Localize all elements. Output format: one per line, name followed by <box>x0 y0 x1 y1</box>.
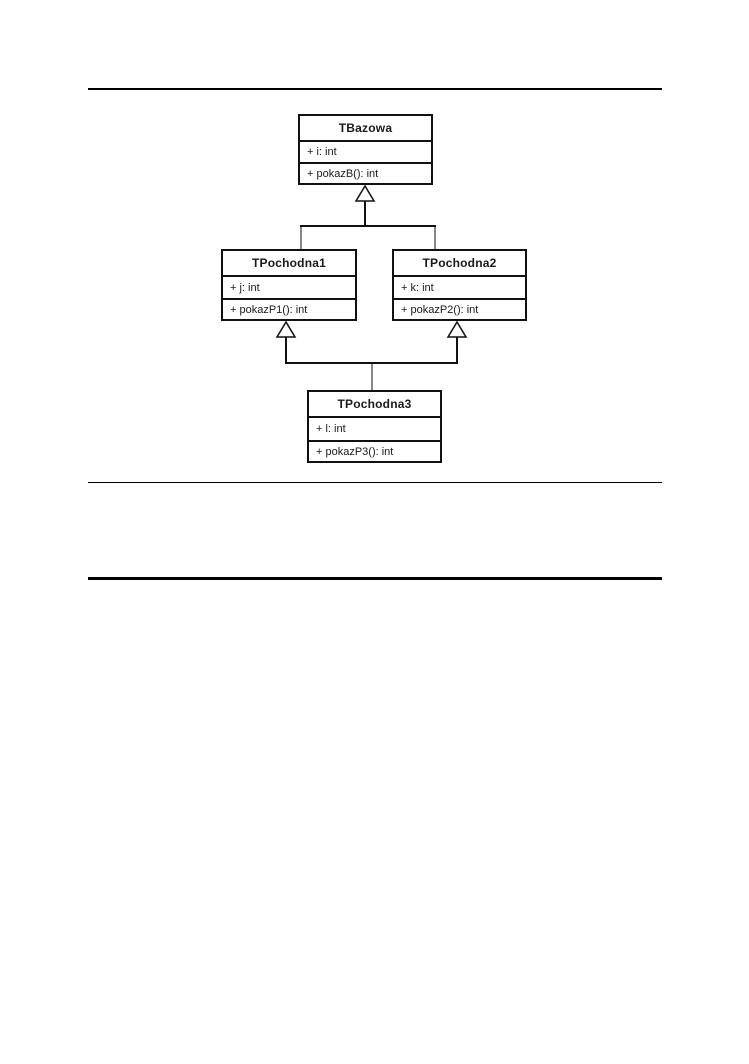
class-name: TPochodna3 <box>337 397 412 411</box>
generalization-triangle-icon <box>354 184 376 202</box>
class-name: TBazowa <box>338 121 393 135</box>
class-attribute: + l: int <box>309 416 440 440</box>
class-attribute: + i: int <box>300 140 431 162</box>
uml-class-tpochodna1: TPochodna1 + j: int + pokazP1(): int <box>221 249 357 321</box>
bottom-horizontal-rule <box>88 577 662 580</box>
class-method: + pokazP2(): int <box>394 298 525 319</box>
class-method: + pokazP1(): int <box>223 298 355 319</box>
top-horizontal-rule <box>88 88 662 90</box>
generalization-triangle-icon <box>275 320 297 338</box>
class-name: TPochodna1 <box>251 256 326 270</box>
uml-class-tpochodna3: TPochodna3 + l: int + pokazP3(): int <box>307 390 442 463</box>
uml-class-tpochodna2: TPochodna2 + k: int + pokazP2(): int <box>392 249 527 321</box>
class-attribute: + k: int <box>394 275 525 298</box>
uml-class-tbazowa: TBazowa + i: int + pokazB(): int <box>298 114 433 185</box>
class-name: TPochodna2 <box>422 256 497 270</box>
class-attribute: + j: int <box>223 275 355 298</box>
class-method: + pokazB(): int <box>300 162 431 183</box>
class-method: + pokazP3(): int <box>309 440 440 461</box>
generalization-triangle-icon <box>446 320 468 338</box>
middle-horizontal-rule <box>88 482 662 483</box>
